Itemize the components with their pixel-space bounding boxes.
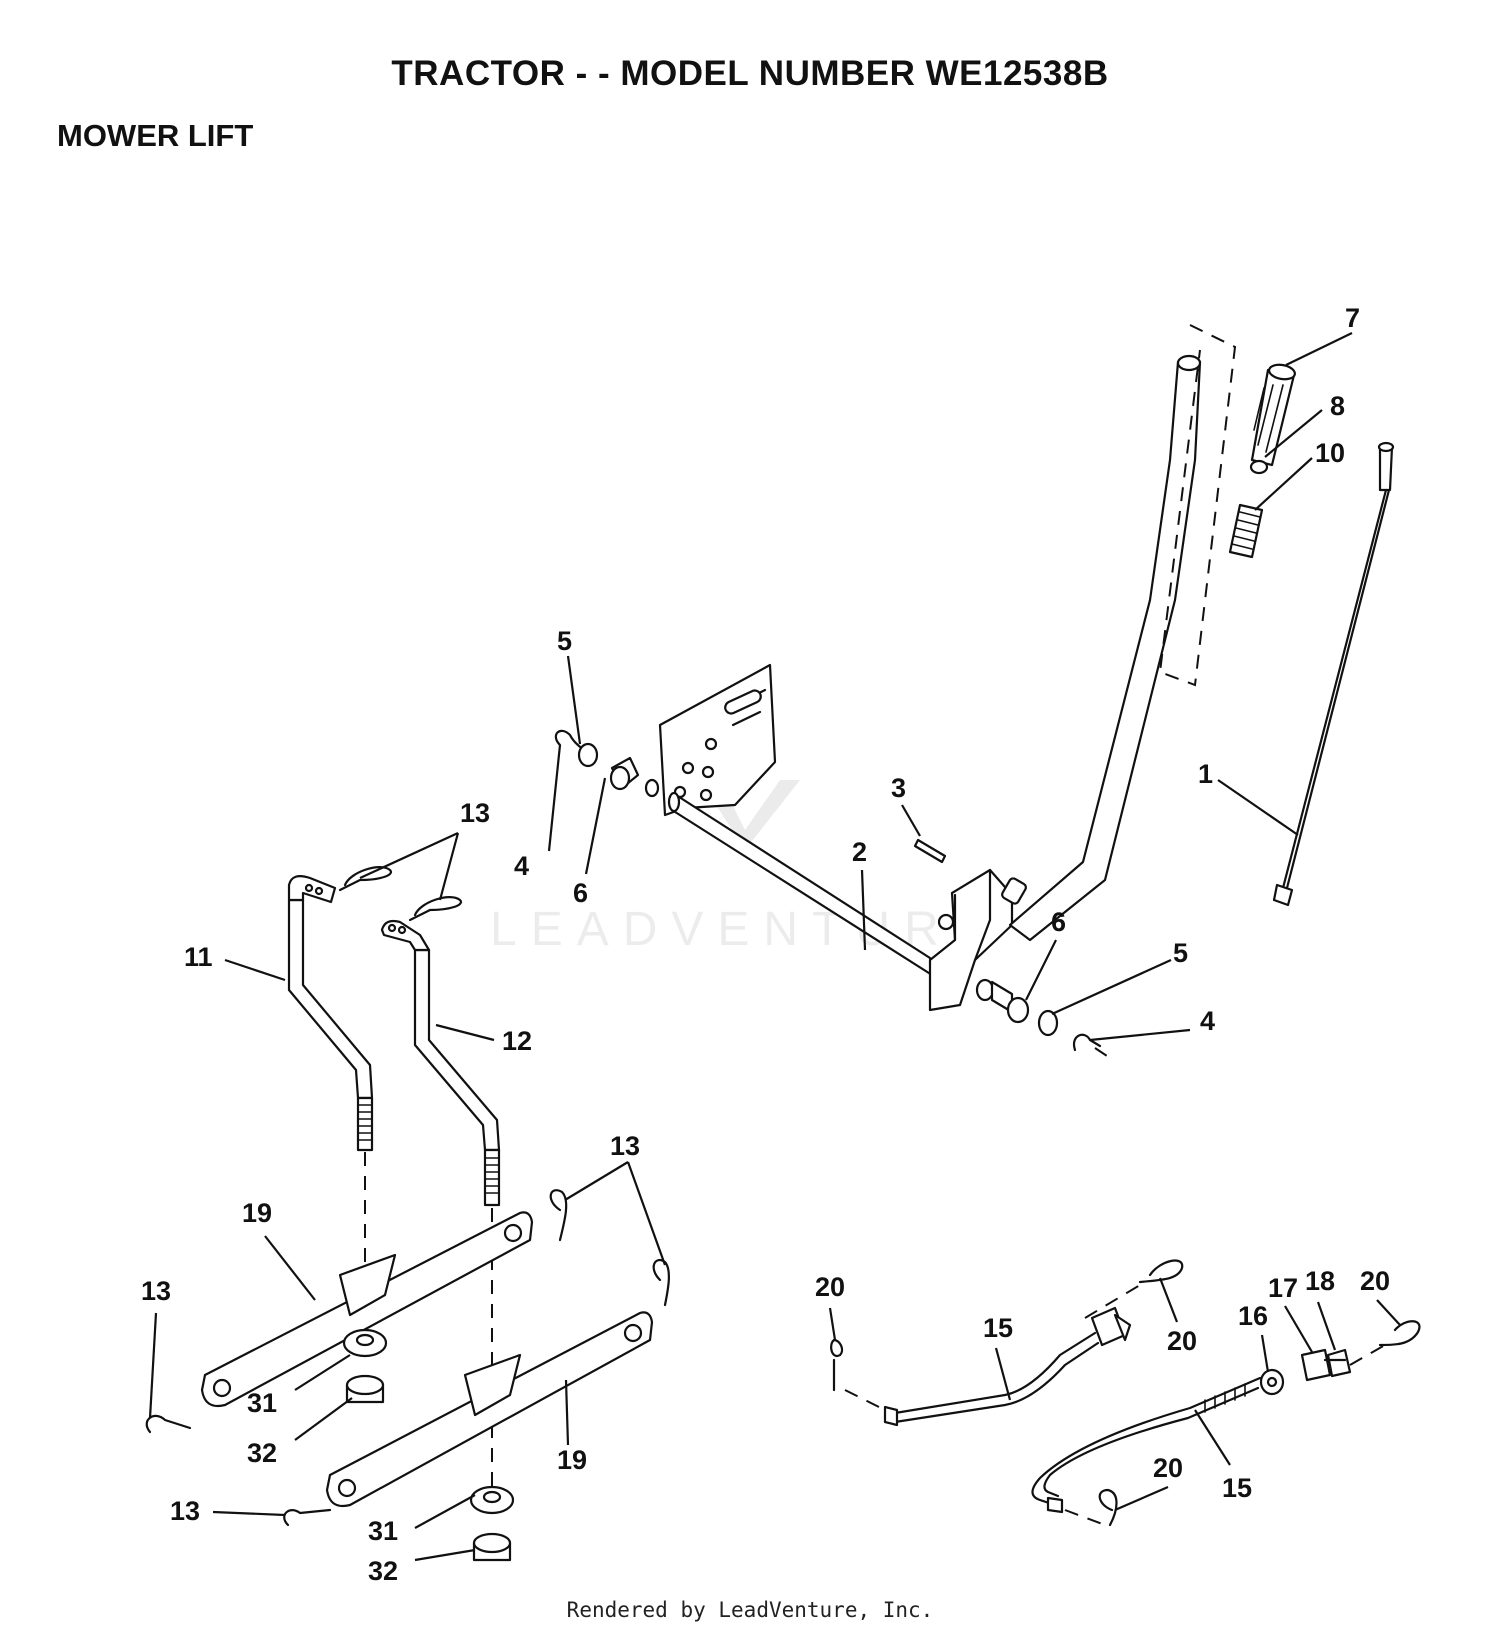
trunnion-hardware [1259,1348,1352,1396]
render-credit: Rendered by LeadVenture, Inc. [566,1598,934,1622]
callout-15-lower: 15 [1222,1473,1252,1503]
callout-18: 18 [1305,1266,1335,1296]
lift-shaft-assembly [658,354,1202,1014]
callout-5-right: 5 [1173,938,1188,968]
upper-lift-arm [200,1211,534,1408]
callout-5-left: 5 [557,626,572,656]
callout-1: 1 [1198,759,1213,789]
lower-adjust-rod [1031,1376,1262,1514]
callout-17: 17 [1268,1273,1298,1303]
callout-4-left: 4 [514,851,529,881]
grip-washer [1249,459,1269,475]
left-shaft-hardware [554,729,660,798]
callout-11: 11 [184,942,213,972]
callout-labels: 7 8 10 1 3 2 5 4 6 6 5 4 13 11 12 13 19 … [141,303,1390,1586]
front-lift-link [287,875,374,1152]
callout-20-left: 20 [815,1272,845,1302]
callout-15-upper: 15 [983,1313,1013,1343]
callout-8: 8 [1330,391,1345,421]
rod-clips [830,1259,1421,1527]
upper-adjust-rod [883,1306,1132,1427]
shaft-key [913,838,947,864]
rear-lift-link [380,919,501,1207]
callout-31-upper: 31 [247,1388,277,1418]
handle-grip [1250,363,1296,467]
lift-rod [1272,441,1395,907]
callout-13-top: 13 [460,798,490,828]
callout-31-lower: 31 [368,1516,398,1546]
callout-6-right: 6 [1051,907,1066,937]
callout-19-upper: 19 [242,1198,272,1228]
page-title: TRACTOR - - MODEL NUMBER WE12538B [391,54,1109,93]
callout-20-mid: 20 [1167,1326,1197,1356]
callout-32-upper: 32 [247,1438,277,1468]
callout-7: 7 [1345,303,1360,333]
lower-spacer-and-nut [469,1485,515,1562]
callout-32-lower: 32 [368,1556,398,1586]
hairpin-clips [145,866,670,1527]
callout-19-lower: 19 [557,1445,587,1475]
lower-lift-arm [325,1311,654,1508]
callout-10: 10 [1315,438,1345,468]
leader-lines [148,332,1401,1562]
callout-12: 12 [502,1026,532,1056]
watermark-text: LEADVENTURE [490,903,999,956]
callout-3: 3 [891,773,906,803]
handle-spring [1228,503,1264,559]
callout-4-right: 4 [1200,1006,1215,1036]
callout-13-right: 13 [610,1131,640,1161]
callout-13-bottom: 13 [170,1496,200,1526]
callout-20-right: 20 [1360,1266,1390,1296]
pivot-bracket [928,868,1014,1012]
section-title: MOWER LIFT [57,118,254,153]
right-shaft-hardware [1006,996,1111,1059]
callout-20-bottom: 20 [1153,1453,1183,1483]
callout-2: 2 [852,837,867,867]
lift-handle [1008,360,1202,942]
callout-13-left: 13 [141,1276,171,1306]
grip-assembly-bracket [1158,324,1237,687]
callout-16: 16 [1238,1301,1268,1331]
callout-6-left: 6 [573,878,588,908]
upper-spacer-and-nut [342,1328,388,1404]
